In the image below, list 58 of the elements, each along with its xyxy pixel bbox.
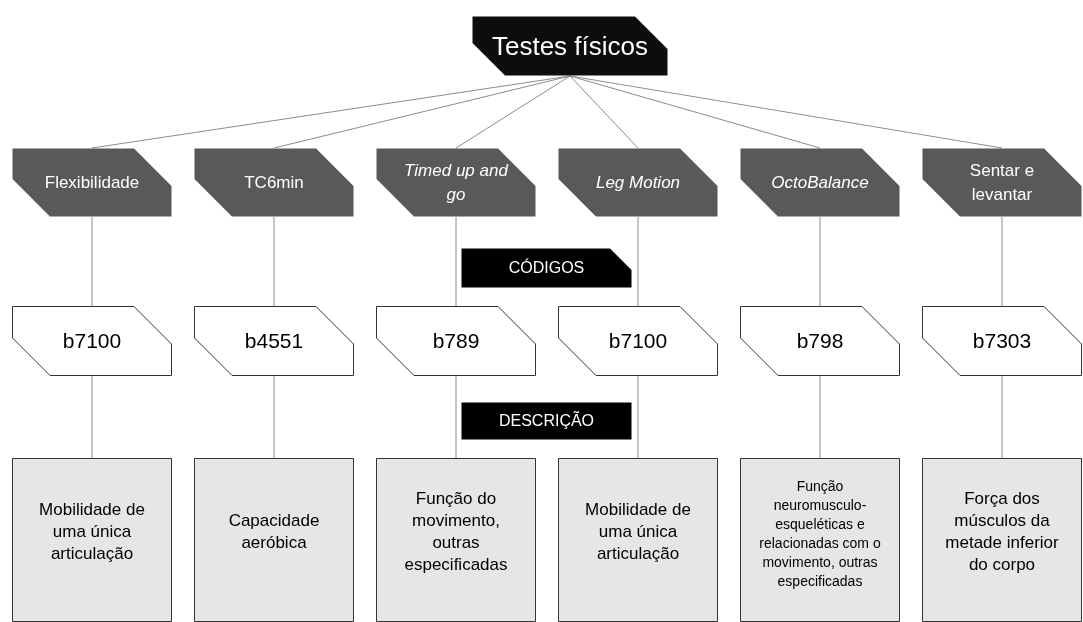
connector-line <box>273 75 571 149</box>
node-label: Função do movimento, outras especificadas <box>403 488 509 576</box>
node-label: CÓDIGOS <box>508 257 585 278</box>
node-label: Timed up and go <box>403 159 510 206</box>
node-label: b7100 <box>62 328 122 355</box>
node-label: Mobilidade de uma única articulação <box>584 499 692 565</box>
test-box <box>12 148 172 217</box>
test-box <box>376 148 536 217</box>
test-box <box>194 148 354 217</box>
node-label: TC6min <box>244 171 304 194</box>
description-box <box>558 458 718 622</box>
connector-line <box>819 216 821 307</box>
connector-line <box>91 216 93 307</box>
code-box <box>376 306 536 376</box>
node-label: b4551 <box>244 328 304 355</box>
code-box <box>922 306 1082 376</box>
description-box <box>376 458 536 622</box>
connector-line <box>455 75 571 149</box>
node-label: Leg Motion <box>595 171 681 194</box>
section-header <box>461 402 632 440</box>
node-label: Capacidade aeróbica <box>227 510 321 554</box>
test-box <box>558 148 718 217</box>
connector-line <box>1001 216 1003 307</box>
test-box <box>922 148 1082 217</box>
connector-line <box>273 375 275 459</box>
code-box <box>194 306 354 376</box>
node-label: Flexibilidade <box>44 171 140 194</box>
node-label: b789 <box>432 328 480 355</box>
node-label: b798 <box>796 328 844 355</box>
connector-line <box>569 75 1003 149</box>
section-header <box>461 248 632 288</box>
code-box <box>558 306 718 376</box>
description-box <box>740 458 900 622</box>
node-label: Sentar e levantar <box>968 159 1036 206</box>
test-box <box>740 148 900 217</box>
connector-line <box>455 216 457 307</box>
connector-line <box>1001 375 1003 459</box>
description-box <box>12 458 172 622</box>
node-label: Testes físicos <box>491 31 649 61</box>
code-box <box>12 306 172 376</box>
description-box <box>922 458 1082 622</box>
description-box <box>194 458 354 622</box>
node-label: DESCRIÇÃO <box>498 410 595 431</box>
connector-line <box>569 75 639 149</box>
node-label: Força dos músculos da metade inferior do corpo <box>944 488 1060 576</box>
connector-line <box>819 375 821 459</box>
node-label: b7100 <box>608 328 668 355</box>
connector-line <box>637 375 639 459</box>
connector-line <box>637 216 639 307</box>
category-box <box>472 16 668 76</box>
connector-line <box>273 216 275 307</box>
node-label: b7303 <box>972 328 1032 355</box>
node-label: Função neuromusculo-esqueléticas e relacionadas com o movimento, outras especificadas <box>758 477 882 591</box>
connector-line <box>455 375 457 459</box>
node-label: Mobilidade de uma única articulação <box>38 499 146 565</box>
code-box <box>740 306 900 376</box>
node-label: OctoBalance <box>771 171 869 194</box>
connector-line <box>91 375 93 459</box>
